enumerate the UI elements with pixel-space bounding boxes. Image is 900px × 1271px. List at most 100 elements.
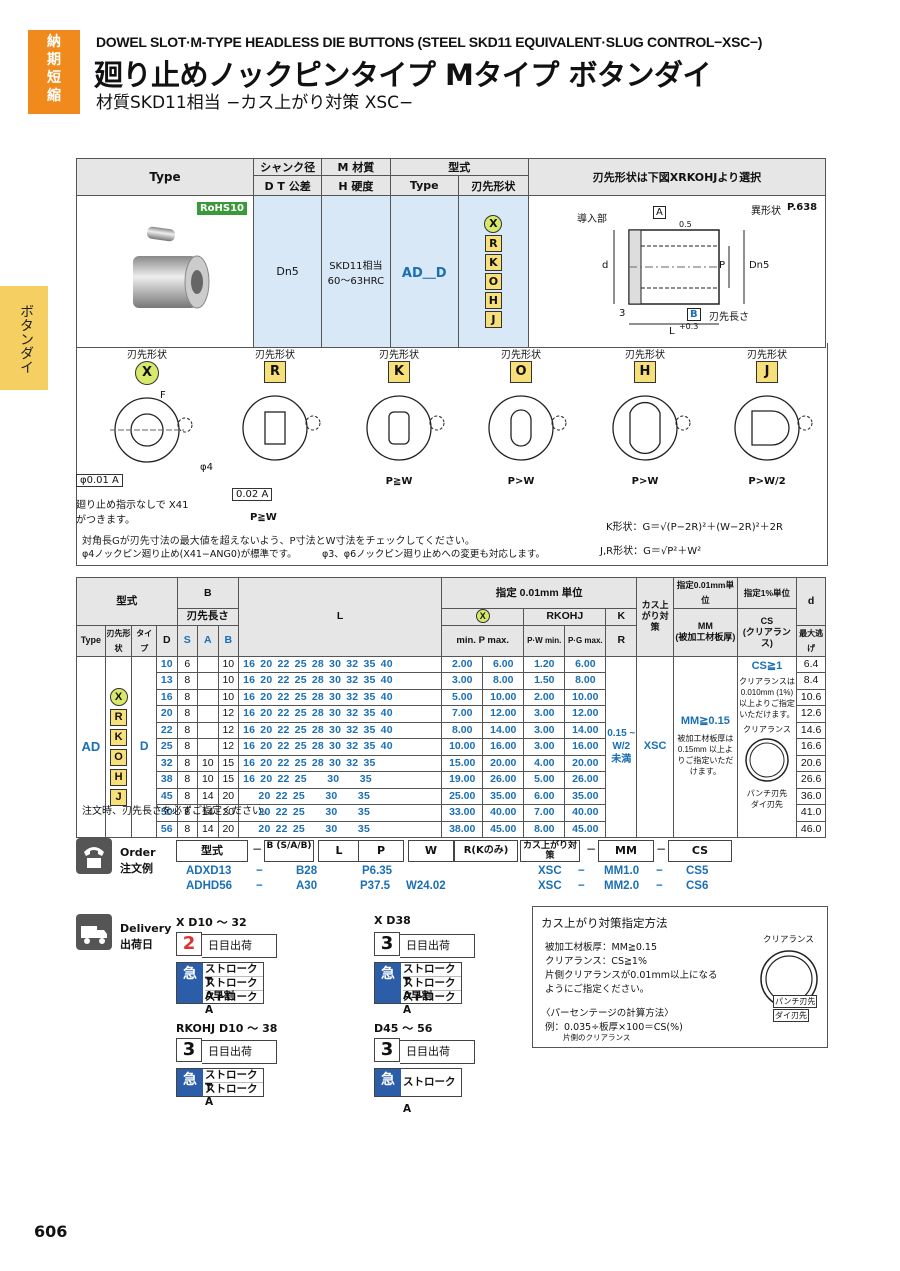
cell-B: 20 <box>217 820 240 838</box>
kasu-l5: 例：0.035÷板厚×100＝CS(%) <box>545 1022 683 1033</box>
cell-pmax: 8.00 <box>482 672 525 690</box>
cell-pmax: 12.00 <box>482 705 525 723</box>
shank-value: Dn5 <box>252 195 323 348</box>
badge-char: 納 <box>47 34 61 50</box>
label-f: F <box>160 390 166 401</box>
edge-length-label: 刃先長さ <box>708 312 749 323</box>
col-select: 刃先形状は下図XRKOHJより選択 <box>527 158 827 196</box>
cell-pmax: 20.00 <box>482 754 525 772</box>
h-mm-spec: 指定0.01mm単位 <box>673 577 738 609</box>
cell-d: 12.6 <box>796 705 826 723</box>
cell-B: 12 <box>217 738 240 756</box>
shape-cond: P≧W <box>385 476 413 487</box>
order-box-b: B (S/A/B) <box>264 840 314 862</box>
cell-d: 46.0 <box>796 820 826 838</box>
delivery-g1-title: X D10 〜 32 <box>176 916 247 929</box>
h-d2: 最大逃げ <box>796 624 826 657</box>
cs-note: クリアランスは 0.010mm (1%)以上よりご指定いただけます。 <box>739 676 795 719</box>
formula-k: K形状：G＝√(P−2R)²＋(W−2R)²＋2R <box>606 522 783 533</box>
edge-k: K <box>110 728 128 746</box>
stroke-a: ストローク A <box>403 991 456 1016</box>
cell-L: 16 20 22 25 28 30 32 35 40 <box>238 672 443 690</box>
cell-pg: 16.00 <box>564 738 607 756</box>
shape-label: 刃先形状 <box>379 350 419 361</box>
shape-x-drawing <box>110 397 193 463</box>
h-s: S <box>176 624 199 657</box>
cell-pw: 8.00 <box>523 820 566 838</box>
cell-B: 10 <box>217 672 240 690</box>
edge-h: H <box>484 292 502 309</box>
h-katashiki: 型式 <box>76 577 178 626</box>
ex1-mm: MM1.0 <box>604 865 640 877</box>
edge-k: K <box>484 254 502 271</box>
page-title: 廻り止めノックピンタイプ Mタイプ ボタンダイ <box>94 58 711 92</box>
col-hardness: H 硬度 <box>321 175 391 196</box>
h-rkohj: RKOHJ <box>523 608 607 626</box>
cell-L: 16 20 22 25 28 30 32 35 40 <box>238 738 443 756</box>
side-tab[interactable]: ボタンダイ <box>0 286 48 390</box>
shape-x: 刃先形状 X <box>92 346 202 478</box>
express-box-g1: 急 ストローク T ストローク A早割 ストローク A <box>176 962 264 1016</box>
cell-pmin: 19.00 <box>441 771 484 789</box>
days-num: 2 <box>176 932 202 956</box>
cell-L: 16 20 22 25 28 30 32 35 40 <box>238 705 443 723</box>
cs-val: CS≧1 <box>751 659 783 672</box>
shape-cond: P>W/2 <box>748 476 786 487</box>
cell-S: 8 <box>176 754 199 772</box>
edge-o: O <box>110 748 128 766</box>
cell-d: 36.0 <box>796 787 826 805</box>
order-label: Order <box>120 846 156 859</box>
ex1-kasu: XSC <box>538 865 562 877</box>
edge-h: H <box>110 768 128 786</box>
days-label: 日目出荷 <box>202 934 277 958</box>
cell-L: 20 22 25 30 35 <box>238 820 443 838</box>
h-mm: MM(被加工材板厚) <box>673 608 738 657</box>
shape-k: 刃先形状 K P≧W <box>344 346 454 487</box>
edge-r: R <box>484 235 502 252</box>
ex2-b: A30 <box>296 880 318 892</box>
stroke-a-early: ストローク A早割 <box>403 977 461 1002</box>
col-katashiki: 型式 <box>389 158 529 176</box>
shape-letter: K <box>388 361 410 383</box>
h-d: d <box>796 577 826 626</box>
h-a: A <box>197 624 219 657</box>
cell-A <box>197 655 219 673</box>
cell-pmax: 10.00 <box>482 688 525 706</box>
cell-D: 13 <box>156 672 178 690</box>
cell-pg: 26.00 <box>564 771 607 789</box>
kasu-l3: 片側クリアランスが0.01mm以上になるようにご指定ください。 <box>545 970 718 995</box>
cell-pmax: 14.00 <box>482 721 525 739</box>
dim-l: L <box>668 326 675 337</box>
h-bb: B <box>217 624 240 657</box>
shape-r-drawing <box>242 395 321 461</box>
shape-o: 刃先形状 O P>W <box>466 346 576 487</box>
kasu-l2: クリアランス：CS≧1% <box>545 956 648 967</box>
shape-cond: P>W <box>507 476 535 487</box>
mm-val: MM≧0.15 <box>680 715 730 728</box>
dim-p: P <box>718 260 725 271</box>
cell-A: 10 <box>197 754 219 772</box>
cell-S: 8 <box>176 688 199 706</box>
cell-pg: 45.00 <box>564 820 607 838</box>
h-b: B <box>176 577 240 609</box>
ex2-dash: − <box>656 880 663 892</box>
cell-B: 15 <box>217 771 240 789</box>
edge-r: R <box>110 708 128 726</box>
cond-x: 廻り止め指示なしで X41がつきます。 <box>76 500 189 526</box>
shape-letter: X <box>135 361 159 385</box>
subtitle: 材質SKD11相当 −カス上がり対策 XSC− <box>96 93 414 113</box>
odd-shape-label: 異形状 <box>750 206 781 217</box>
h-pg: P·G max. <box>564 624 607 657</box>
cell-B: 10 <box>217 655 240 673</box>
cell-A: 14 <box>197 820 219 838</box>
cell-pw: 2.00 <box>523 688 566 706</box>
cell-pw: 5.00 <box>523 771 566 789</box>
cell-A <box>197 738 219 756</box>
ex2-dash: − <box>578 880 585 892</box>
page-number: 606 <box>34 1222 68 1241</box>
cell-L: 16 20 22 25 28 30 32 35 40 <box>238 655 443 673</box>
